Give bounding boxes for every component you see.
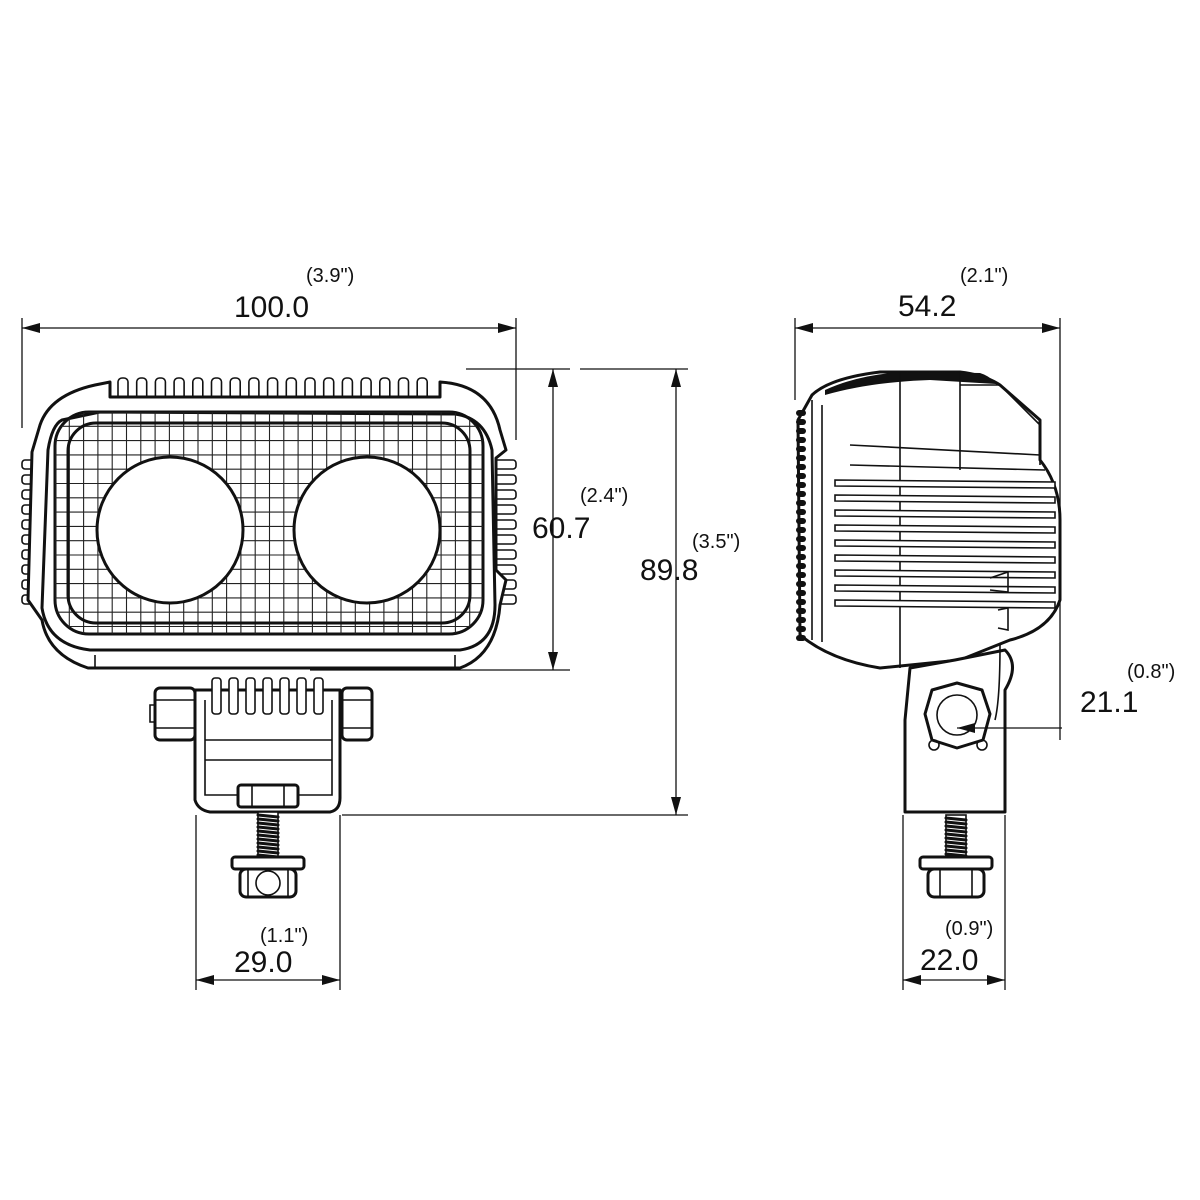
side-housing-outline [796,370,1062,670]
led-reflector-left [95,455,245,605]
front-view: 100.0 (3.9") 60.7 (2.4") 89.8 (3.5") 29.… [21,265,740,990]
front-dimensions [21,318,688,990]
total-height-in: (3.5") [692,531,740,553]
right-nut [340,686,374,742]
front-width-in: (3.9") [306,265,354,287]
housing-bottom-lip [94,655,456,668]
side-dimensions [794,318,1061,990]
side-depth-in: (2.1") [960,265,1008,287]
mounting-bracket [149,677,374,814]
side-depth-mm: 54.2 [898,290,956,323]
side-bracket-width-mm: 22.0 [920,944,978,977]
housing-inner-rim [40,410,497,652]
lens-inner-frame [66,421,472,625]
pivot-height-mm: 21.1 [1080,686,1138,719]
pivot-height-in: (0.8") [1127,661,1175,683]
front-bracket-width-mm: 29.0 [234,946,292,979]
led-reflector-right [292,455,442,605]
side-mounting-bolt [918,814,994,899]
left-nut [153,686,197,742]
pivot-nut [923,681,992,750]
mounting-bolt [230,811,306,899]
front-bracket-width-in: (1.1") [260,925,308,947]
side-view: 54.2 (2.1") 21.1 (0.8") 22.0 (0.9") [794,265,1175,990]
front-width-mm: 100.0 [234,291,309,324]
lens-height-in: (2.4") [580,485,628,507]
lens-height-mm: 60.7 [532,512,590,545]
total-height-mm: 89.8 [640,554,698,587]
side-bracket-width-in: (0.9") [945,918,993,940]
